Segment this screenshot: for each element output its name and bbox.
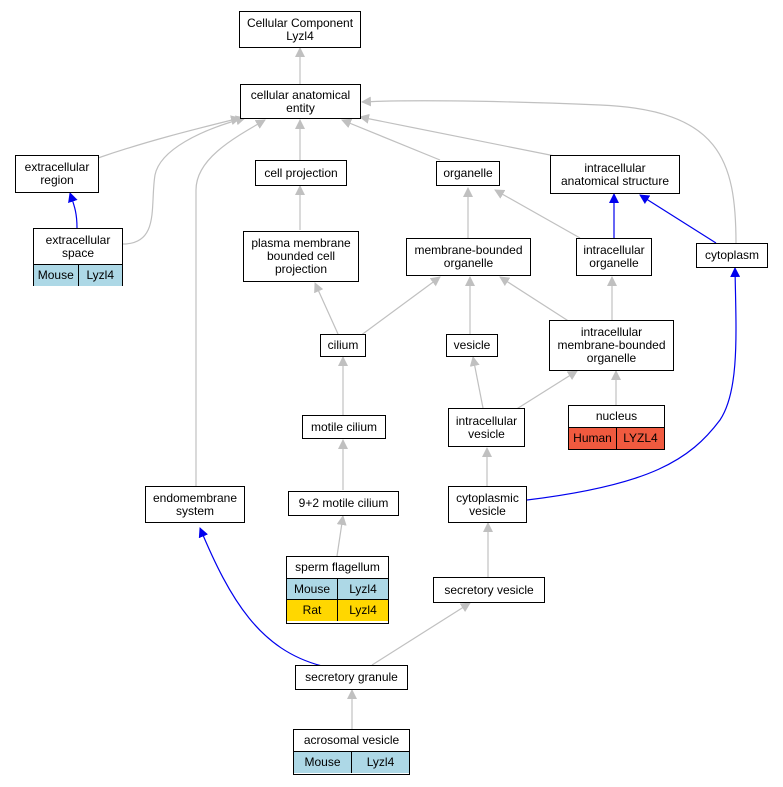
node-title: nucleus [569, 406, 664, 428]
edge-organelle-to-cae [341, 118, 441, 161]
species-cell-mouse: Mouse [34, 265, 78, 286]
node-cytoplasmic-vesicle[interactable]: cytoplasmic vesicle [448, 486, 527, 523]
node-title: acrosomal vesicle [294, 730, 409, 752]
edge-cv-part-of-cytoplasm [526, 267, 741, 501]
node-plasma-membrane-bounded-cell-projection[interactable]: plasma membrane bounded cell projection [243, 231, 359, 282]
edge-sperm-to-nine-two [336, 515, 347, 557]
species-cell-human: Human [569, 428, 616, 449]
species-cell-mouse: Mouse [294, 752, 351, 773]
gene-cell: LYZL4 [616, 428, 664, 449]
edge-cilium-to-mbo [359, 276, 441, 337]
gene-cell: Lyzl4 [351, 752, 409, 773]
annotation-row: Rat Lyzl4 [287, 600, 388, 621]
node-extracellular-space[interactable]: extracellular space Mouse Lyzl4 [33, 228, 123, 286]
node-intracellular-membrane-bounded-organelle[interactable]: intracellular membrane-bounded organelle [549, 320, 674, 371]
edge-iv-to-imbo [514, 370, 578, 411]
edge-iv-to-vesicle [469, 356, 484, 409]
gene-cell: Lyzl4 [77, 265, 122, 286]
node-title: sperm flagellum [287, 557, 388, 579]
edge-cytoplasm-to-cae [361, 96, 737, 245]
edge-cilium-to-pmb [314, 282, 339, 335]
annotation-row: Mouse Lyzl4 [34, 265, 122, 286]
annotation-row: Mouse Lyzl4 [294, 752, 409, 773]
edge-es-part-of-er [68, 192, 78, 229]
node-secretory-granule[interactable]: secretory granule [295, 665, 408, 690]
edge-io-to-organelle [494, 189, 581, 239]
node-cellular-anatomical-entity[interactable]: cellular anatomical entity [240, 84, 361, 119]
edge-extracellular-region-to-cae [97, 115, 241, 159]
node-sperm-flagellum[interactable]: sperm flagellum Mouse Lyzl4 Rat Lyzl4 [286, 556, 389, 624]
node-nucleus[interactable]: nucleus Human LYZL4 [568, 405, 665, 450]
annotation-row: Mouse Lyzl4 [287, 579, 388, 600]
species-cell-mouse: Mouse [287, 579, 337, 599]
node-endomembrane-system[interactable]: endomembrane system [145, 486, 245, 523]
node-9-2-motile-cilium[interactable]: 9+2 motile cilium [288, 491, 399, 516]
edge-extracellular-space-to-cae [122, 115, 246, 245]
node-organelle[interactable]: organelle [436, 161, 500, 186]
node-intracellular-vesicle[interactable]: intracellular vesicle [448, 408, 525, 447]
edge-sg-part-of-endomembrane [198, 527, 323, 667]
node-title: extracellular space [34, 229, 122, 265]
edge-cytoplasm-part-of-ias [639, 194, 717, 244]
edge-sg-to-sv [371, 602, 471, 666]
node-cellular-component-root[interactable]: Cellular Component Lyzl4 [239, 11, 361, 48]
gene-cell: Lyzl4 [337, 579, 388, 599]
edge-ias-to-cae [359, 113, 556, 157]
node-membrane-bounded-organelle[interactable]: membrane-bounded organelle [406, 238, 531, 276]
node-intracellular-anatomical-structure[interactable]: intracellular anatomical structure [550, 155, 680, 194]
node-acrosomal-vesicle[interactable]: acrosomal vesicle Mouse Lyzl4 [293, 729, 410, 775]
annotation-row: Human LYZL4 [569, 428, 664, 449]
node-cytoplasm[interactable]: cytoplasm [696, 243, 768, 268]
edge-imbo-to-mbo [499, 276, 571, 323]
node-motile-cilium[interactable]: motile cilium [302, 415, 386, 439]
node-vesicle[interactable]: vesicle [446, 334, 498, 357]
node-secretory-vesicle[interactable]: secretory vesicle [433, 577, 545, 603]
node-cilium[interactable]: cilium [320, 334, 366, 357]
node-intracellular-organelle[interactable]: intracellular organelle [576, 238, 652, 276]
gene-cell: Lyzl4 [337, 600, 388, 621]
species-cell-rat: Rat [287, 600, 337, 621]
node-cell-projection[interactable]: cell projection [255, 160, 347, 186]
edge-endomembrane-to-cae [195, 119, 266, 486]
node-extracellular-region[interactable]: extracellular region [15, 155, 99, 193]
